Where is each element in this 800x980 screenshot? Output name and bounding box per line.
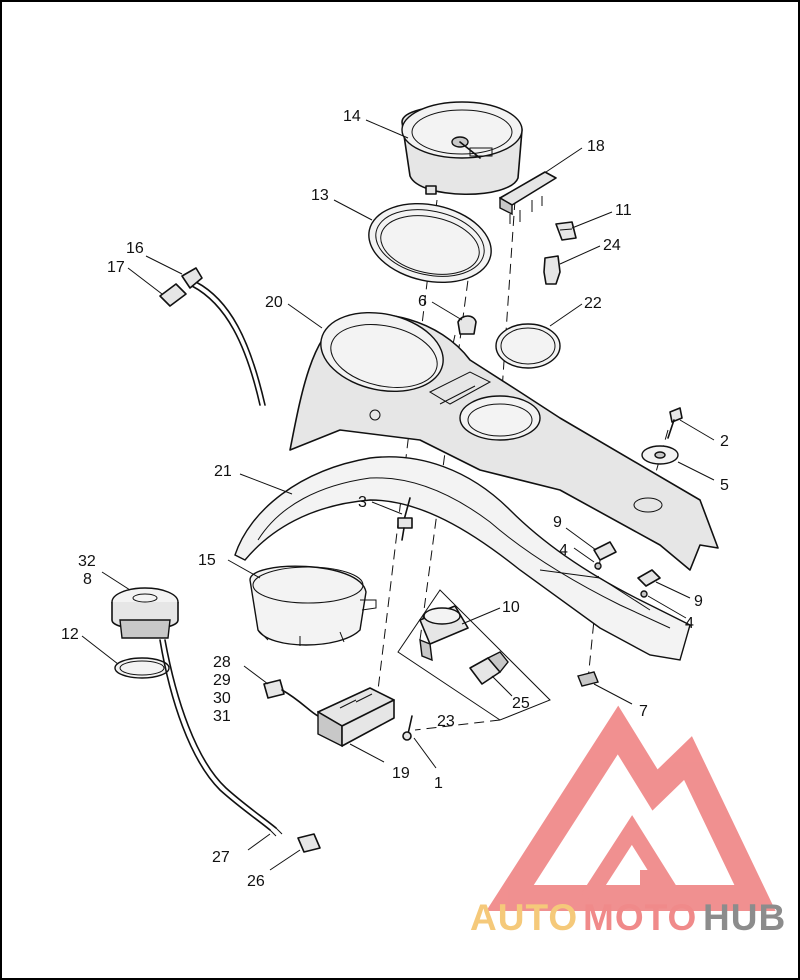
- part-clip-7: [577, 671, 599, 687]
- part-connector-block: [499, 171, 557, 224]
- callout-9-lower: 9: [694, 593, 703, 610]
- callout-25: 25: [512, 695, 530, 712]
- callout-31: 31: [213, 708, 231, 725]
- callout-19: 19: [392, 765, 410, 782]
- part-screw-1: [402, 715, 413, 741]
- callout-2: 2: [720, 433, 729, 450]
- callout-14: 14: [343, 108, 361, 125]
- callout-12: 12: [61, 626, 79, 643]
- callout-24: 24: [603, 237, 621, 254]
- part-console-housing: [289, 311, 719, 571]
- part-gauge-gasket: [368, 202, 492, 284]
- part-group-23: [397, 589, 551, 721]
- callout-6: 6: [418, 293, 427, 310]
- callout-11: 11: [615, 202, 632, 219]
- part-switch-ring: [114, 657, 170, 679]
- callout-18: 18: [587, 138, 605, 155]
- callout-16: 16: [126, 240, 144, 257]
- callout-5: 5: [720, 477, 729, 494]
- leader-lines: [81, 119, 715, 871]
- callout-29: 29: [213, 672, 231, 689]
- watermark-logo: [486, 705, 776, 911]
- part-washer-5: [641, 445, 679, 465]
- callout-9-upper: 9: [553, 514, 562, 531]
- callout-13: 13: [311, 187, 329, 204]
- callout-15: 15: [198, 552, 216, 569]
- part-sensor-wire: [159, 267, 266, 406]
- callout-26: 26: [247, 873, 265, 890]
- part-clip-11: [555, 221, 577, 241]
- part-bracket-lower: [637, 569, 661, 598]
- callout-1: 1: [434, 775, 443, 792]
- watermark-text: AUTO MOTO HUB: [470, 897, 786, 938]
- part-round-switch: [111, 587, 179, 639]
- part-switch-module: [317, 687, 395, 748]
- callout-10: 10: [502, 599, 520, 616]
- callout-17: 17: [107, 259, 125, 276]
- callout-27: 27: [212, 849, 230, 866]
- part-stud: [397, 497, 413, 541]
- part-screw-2: [667, 407, 683, 439]
- watermark-auto: AUTO: [470, 897, 578, 938]
- callout-22: 22: [584, 295, 602, 312]
- part-o-ring: [495, 323, 561, 369]
- callout-30: 30: [213, 690, 231, 707]
- part-retaining-bracket: [249, 565, 377, 646]
- callout-32: 32: [78, 553, 96, 570]
- part-harness: [159, 639, 283, 837]
- callout-28: 28: [213, 654, 231, 671]
- callout-3: 3: [358, 494, 367, 511]
- part-speedometer: [401, 101, 523, 196]
- watermark-moto: MOTO: [583, 897, 697, 938]
- callout-4-upper: 4: [559, 542, 568, 559]
- watermark-hub: HUB: [703, 897, 786, 938]
- part-plug: [297, 833, 321, 853]
- callout-23: 23: [437, 713, 455, 730]
- callout-4-lower: 4: [685, 615, 694, 632]
- callout-labels: 14 13 18 11 24 22 6 20 16 17 2 5 21 3 9 …: [61, 108, 729, 890]
- part-clip-24: [543, 255, 561, 285]
- callout-20: 20: [265, 294, 283, 311]
- callout-8: 8: [83, 571, 92, 588]
- part-trim-bezel: [234, 456, 691, 661]
- callout-7: 7: [639, 703, 648, 720]
- part-bracket-upper: [593, 541, 617, 570]
- part-connector-28: [263, 679, 319, 717]
- callout-21: 21: [214, 463, 232, 480]
